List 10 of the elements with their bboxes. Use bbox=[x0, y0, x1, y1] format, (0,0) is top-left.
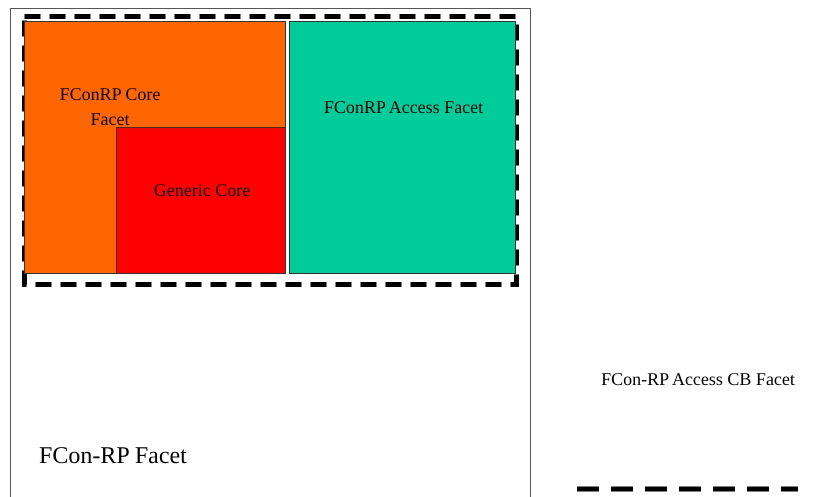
facet-box bbox=[24, 21, 286, 274]
dashed-frame bbox=[22, 14, 519, 287]
facet-box bbox=[289, 21, 516, 274]
legend-label: FCon-RP Access CB Facet bbox=[600, 368, 796, 391]
facet-label: Generic Core bbox=[152, 179, 252, 202]
facet-box bbox=[10, 8, 531, 497]
facet-label: FConRP Core Facet bbox=[58, 83, 162, 131]
facet-label: FConRP Access Facet bbox=[322, 96, 484, 119]
facet-box bbox=[116, 127, 286, 274]
facet-label: FCon-RP Facet bbox=[39, 444, 188, 469]
